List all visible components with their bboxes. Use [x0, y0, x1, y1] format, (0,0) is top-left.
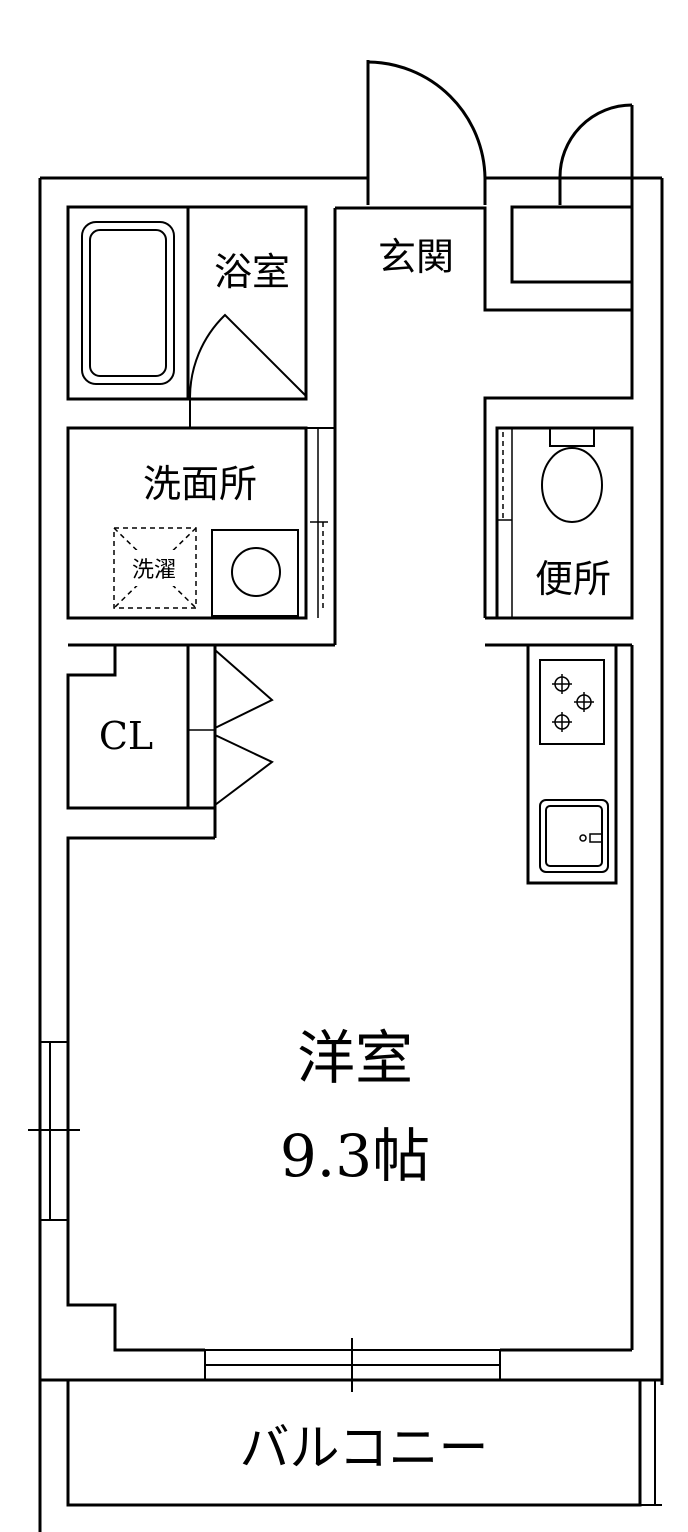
balcony — [66, 1380, 662, 1507]
washroom-label: 洗面所 — [143, 462, 257, 506]
balcony-label: バルコニー — [240, 1419, 489, 1477]
washbasin — [211, 529, 299, 617]
laundry-label: 洗濯 — [132, 558, 176, 583]
bathroom — [66, 205, 308, 428]
outer-walls — [38, 176, 664, 1532]
bath-door-swing — [188, 313, 307, 400]
toilet-bowl — [541, 447, 603, 523]
washroom — [66, 426, 335, 620]
balcony-window — [204, 1338, 501, 1392]
shoe-cabinet — [510, 205, 634, 284]
kitchen-sink — [539, 799, 609, 873]
main-room-size: 9.3帖 — [280, 1122, 430, 1190]
bathtub — [81, 221, 175, 385]
closet-door-lower — [214, 734, 274, 806]
closet-label: CL — [99, 714, 153, 758]
stove — [539, 659, 605, 745]
bath-label: 浴室 — [214, 250, 290, 294]
entrance-door — [366, 60, 487, 205]
main-room-label: 洋室 — [297, 1024, 413, 1092]
side-window — [28, 1041, 80, 1221]
entrance-label: 玄関 — [378, 235, 454, 279]
closet-door-upper — [214, 649, 274, 729]
kitchen — [526, 643, 618, 885]
closet — [66, 645, 274, 838]
laundry-space — [113, 527, 197, 609]
toilet-tank — [549, 427, 595, 447]
toilet-label: 便所 — [535, 557, 611, 601]
corridor-walls — [68, 206, 634, 647]
